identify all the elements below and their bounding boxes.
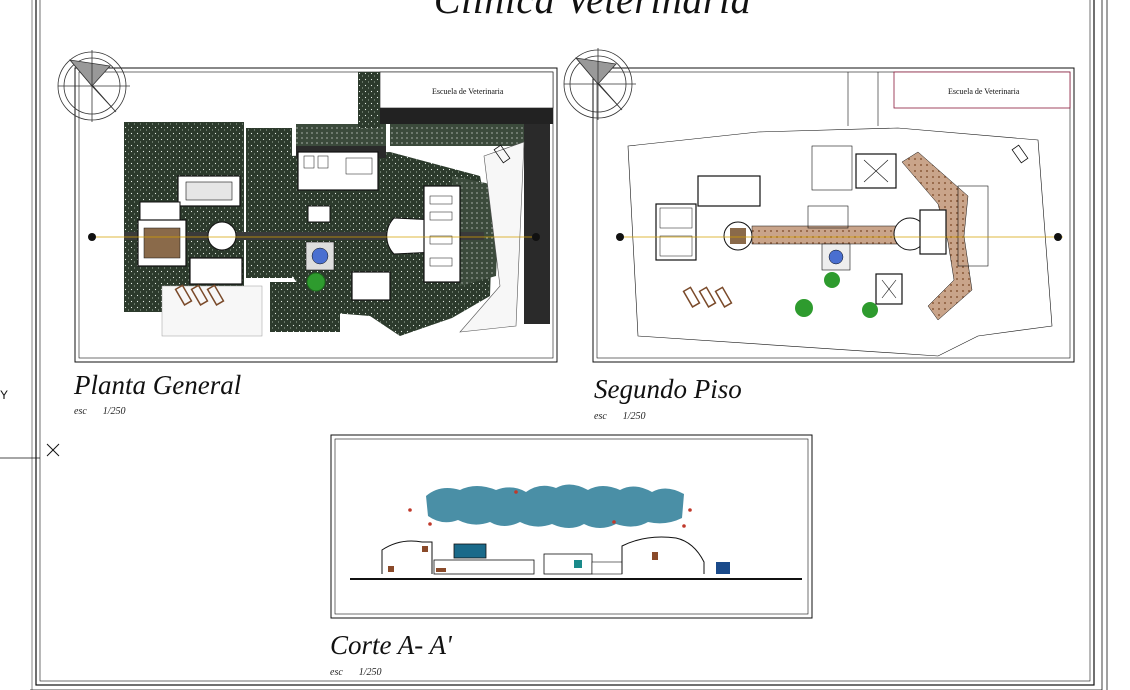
scale-prefix: esc [74, 406, 87, 417]
plan-general-scale: esc 1/250 [74, 406, 126, 417]
second-floor-drawing [563, 48, 1075, 363]
section-marker-icon [1054, 233, 1062, 241]
ucs-y-label: Y [0, 388, 9, 402]
scale-value: 1/250 [102, 406, 126, 417]
section-marker-icon [88, 233, 96, 241]
plan-general-title: Planta General [74, 370, 242, 400]
scale-value: 1/250 [358, 667, 382, 678]
section-drawing [330, 434, 813, 619]
scale-prefix: esc [594, 411, 607, 422]
section-scale: esc 1/250 [330, 667, 382, 678]
section-marker-icon [616, 233, 624, 241]
north-arrow-icon [57, 50, 130, 122]
second-floor-title: Segundo Piso [594, 374, 742, 404]
ucs-x-marker [46, 443, 60, 457]
plan-general-drawing [57, 50, 558, 363]
scale-prefix: esc [330, 667, 343, 678]
plan-general-building-label: Escuela de Veterinaria [432, 87, 504, 96]
section-title: Corte A- A' [330, 630, 452, 660]
sheet-title: Clinica Veterinaria [0, 0, 1130, 23]
section-marker-icon [532, 233, 540, 241]
second-floor-scale: esc 1/250 [594, 411, 646, 422]
scale-value: 1/250 [622, 411, 646, 422]
second-floor-building-label: Escuela de Veterinaria [948, 87, 1020, 96]
north-arrow-icon [563, 48, 636, 120]
